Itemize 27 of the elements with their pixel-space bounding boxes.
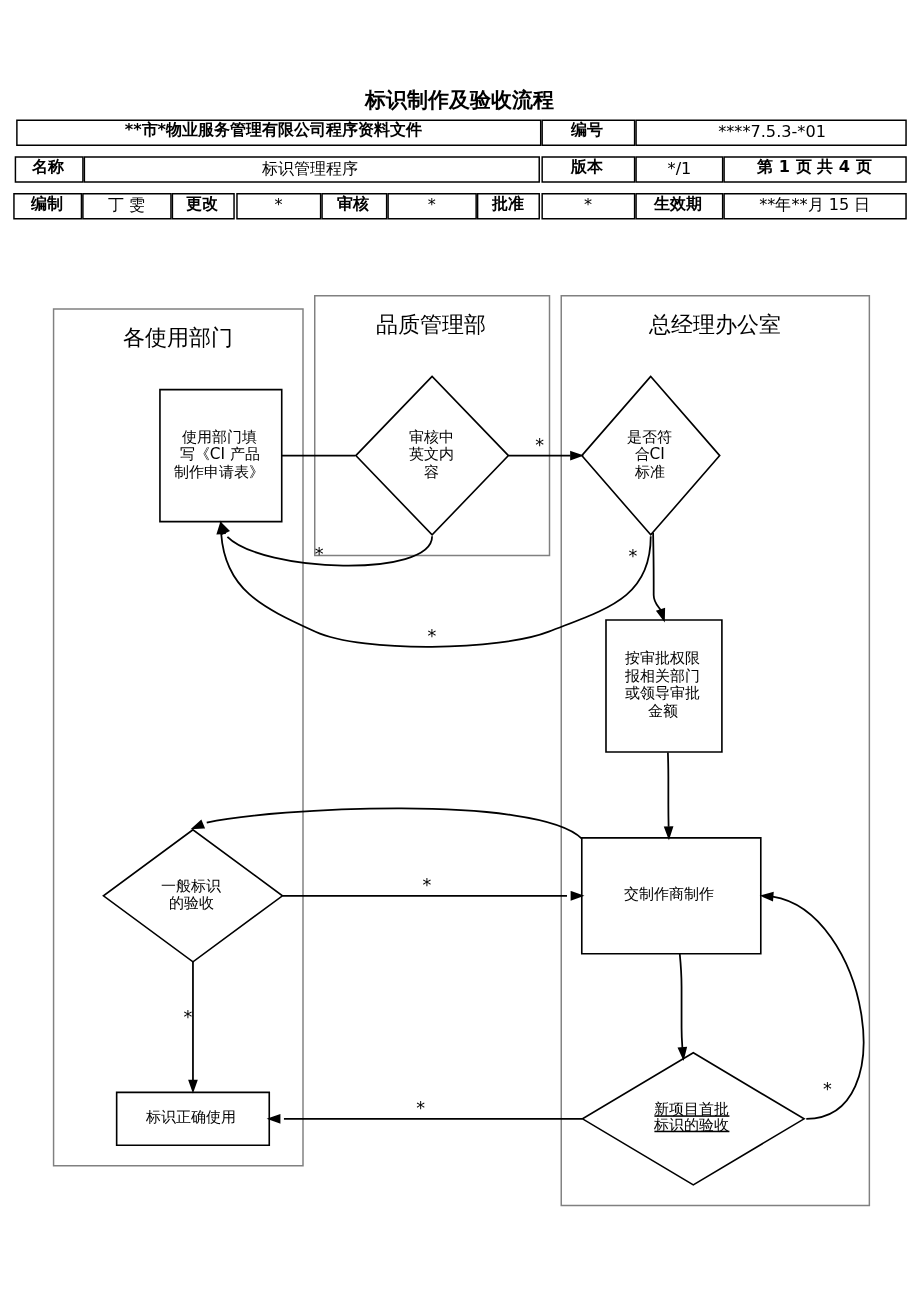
label: 版本 [571,156,604,176]
label: ****7.5.3-*01 [718,121,826,141]
edge-label: * [823,1078,832,1099]
label: 标识管理程序 [261,158,358,178]
edge-label: * [628,545,638,566]
label: 编制 [30,193,63,213]
edge-label: * [183,1006,193,1027]
label: 批准 [491,193,524,213]
edge-label: * [422,874,432,895]
label: 第 1 页 共 4 页 [757,156,872,176]
label: */1 [667,158,692,178]
label: **年**月 15 日 [759,194,871,214]
edge-label: * [427,625,437,646]
edge-label: * [416,1097,425,1118]
label: 审核 [337,193,370,213]
edge-label: * [314,543,324,564]
label: 编号 [571,119,604,139]
diagram-title: 标识制作及验收流程 [365,87,555,112]
label: 名称 [32,156,65,176]
label: * [583,194,593,214]
edge-label: * [535,434,545,455]
label: 更改 [186,193,219,213]
label: **市*物业服务管理有限公司程序资料文件 [124,119,423,139]
label: * [274,194,283,214]
label: * [427,194,436,214]
label: 生效期 [654,193,703,213]
label: 丁 雯 [107,194,145,214]
